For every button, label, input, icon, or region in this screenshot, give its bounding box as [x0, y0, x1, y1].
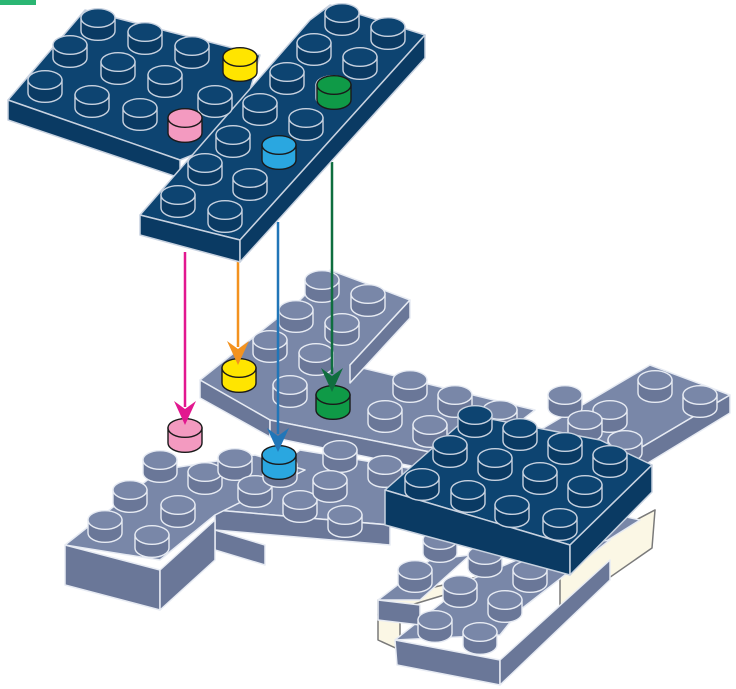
target-pin-green: [315, 384, 351, 421]
dark-stud: [269, 61, 305, 96]
dark-stud: [494, 494, 530, 529]
arrow-orange: [227, 262, 249, 365]
grey-stud: [392, 369, 428, 404]
dark-stud: [324, 2, 360, 37]
pin-target-green: [315, 384, 351, 421]
grey-stud: [327, 504, 363, 539]
grey-stud: [142, 449, 178, 484]
dark-stud: [477, 447, 513, 482]
grey-stud: [637, 369, 673, 404]
connection-arrows: [174, 162, 343, 452]
grey-stud: [462, 621, 498, 656]
dark-stud: [547, 431, 583, 466]
grey-stud: [282, 489, 318, 524]
grey-stud: [350, 283, 386, 318]
dark-studs-right: [404, 404, 628, 542]
source-pin-green: [316, 74, 352, 111]
dark-stud: [207, 199, 243, 234]
dark-stud: [432, 434, 468, 469]
grey-stud: [487, 589, 523, 624]
dark-stud: [242, 92, 278, 127]
grey-stud: [547, 384, 583, 419]
lower-plate-assembly: [64, 269, 731, 686]
dark-stud: [457, 404, 493, 439]
dark-stud: [127, 21, 163, 56]
grey-stud: [592, 399, 628, 434]
dark-stud: [370, 16, 406, 51]
dark-stud: [502, 417, 538, 452]
dark-stud: [404, 467, 440, 502]
grey-stud: [252, 329, 288, 364]
dark-stud: [197, 84, 233, 119]
grey-stud: [87, 509, 123, 544]
dark-stud: [174, 35, 210, 70]
pin-target-yellow: [221, 357, 257, 394]
grey-stud: [417, 609, 453, 644]
grey-stud: [160, 494, 196, 529]
grey-stud: [112, 479, 148, 514]
dark-stud: [542, 507, 578, 542]
dark-stud: [342, 46, 378, 81]
pin-src-green: [316, 74, 352, 111]
grey-stud: [567, 409, 603, 444]
dark-stud: [567, 474, 603, 509]
grey-stud: [217, 447, 253, 482]
page-corner-tab: [0, 0, 36, 5]
arrow-pink: [174, 252, 196, 425]
arrow-blue: [267, 222, 289, 452]
pin-target-pink: [167, 417, 203, 454]
grey-stud: [187, 461, 223, 496]
dark-stud: [100, 51, 136, 86]
grey-stud: [312, 469, 348, 504]
arrow-pink-head: [174, 401, 196, 425]
arrow-orange-head: [227, 341, 249, 365]
grey-stud: [304, 269, 340, 304]
target-pin-pink: [167, 417, 203, 454]
dark-stud: [215, 124, 251, 159]
dark-plate-right: [384, 404, 653, 576]
arrow-blue-head: [267, 428, 289, 452]
arrow-green-head: [321, 368, 343, 392]
pin-src-pink: [167, 107, 203, 144]
grey-stud: [442, 574, 478, 609]
dark-stud: [74, 84, 110, 119]
dark-stud: [296, 32, 332, 67]
dark-stud: [122, 97, 158, 132]
dark-stud: [52, 34, 88, 69]
pin-src-blue: [261, 134, 297, 171]
grey-stud: [278, 299, 314, 334]
grey-stud: [397, 559, 433, 594]
grey-stud: [682, 384, 718, 419]
grey-studs: [87, 269, 718, 656]
dark-stud: [147, 64, 183, 99]
source-pin-yellow: [222, 46, 258, 83]
dark-stud: [80, 7, 116, 42]
grey-stud: [367, 399, 403, 434]
pin-target-blue: [261, 444, 297, 481]
arrow-green: [321, 162, 343, 392]
source-pin-blue: [261, 134, 297, 171]
dark-studs-top: [27, 2, 406, 234]
dark-stud: [232, 167, 268, 202]
dark-stud: [522, 461, 558, 496]
target-pin-yellow: [221, 357, 257, 394]
dark-stud: [450, 479, 486, 514]
dark-stud: [160, 184, 196, 219]
grey-stud: [134, 524, 170, 559]
dark-stud: [187, 152, 223, 187]
dark-stud: [592, 444, 628, 479]
dark-stud: [288, 107, 324, 142]
grey-stud: [298, 342, 334, 377]
grey-stud: [272, 374, 308, 409]
source-pin-pink: [167, 107, 203, 144]
grey-stud: [322, 439, 358, 474]
pin-src-yellow: [222, 46, 258, 83]
upper-dark-plate-assembly: [7, 2, 426, 263]
grey-stud: [324, 312, 360, 347]
dark-stud: [27, 69, 63, 104]
target-pin-blue: [261, 444, 297, 481]
